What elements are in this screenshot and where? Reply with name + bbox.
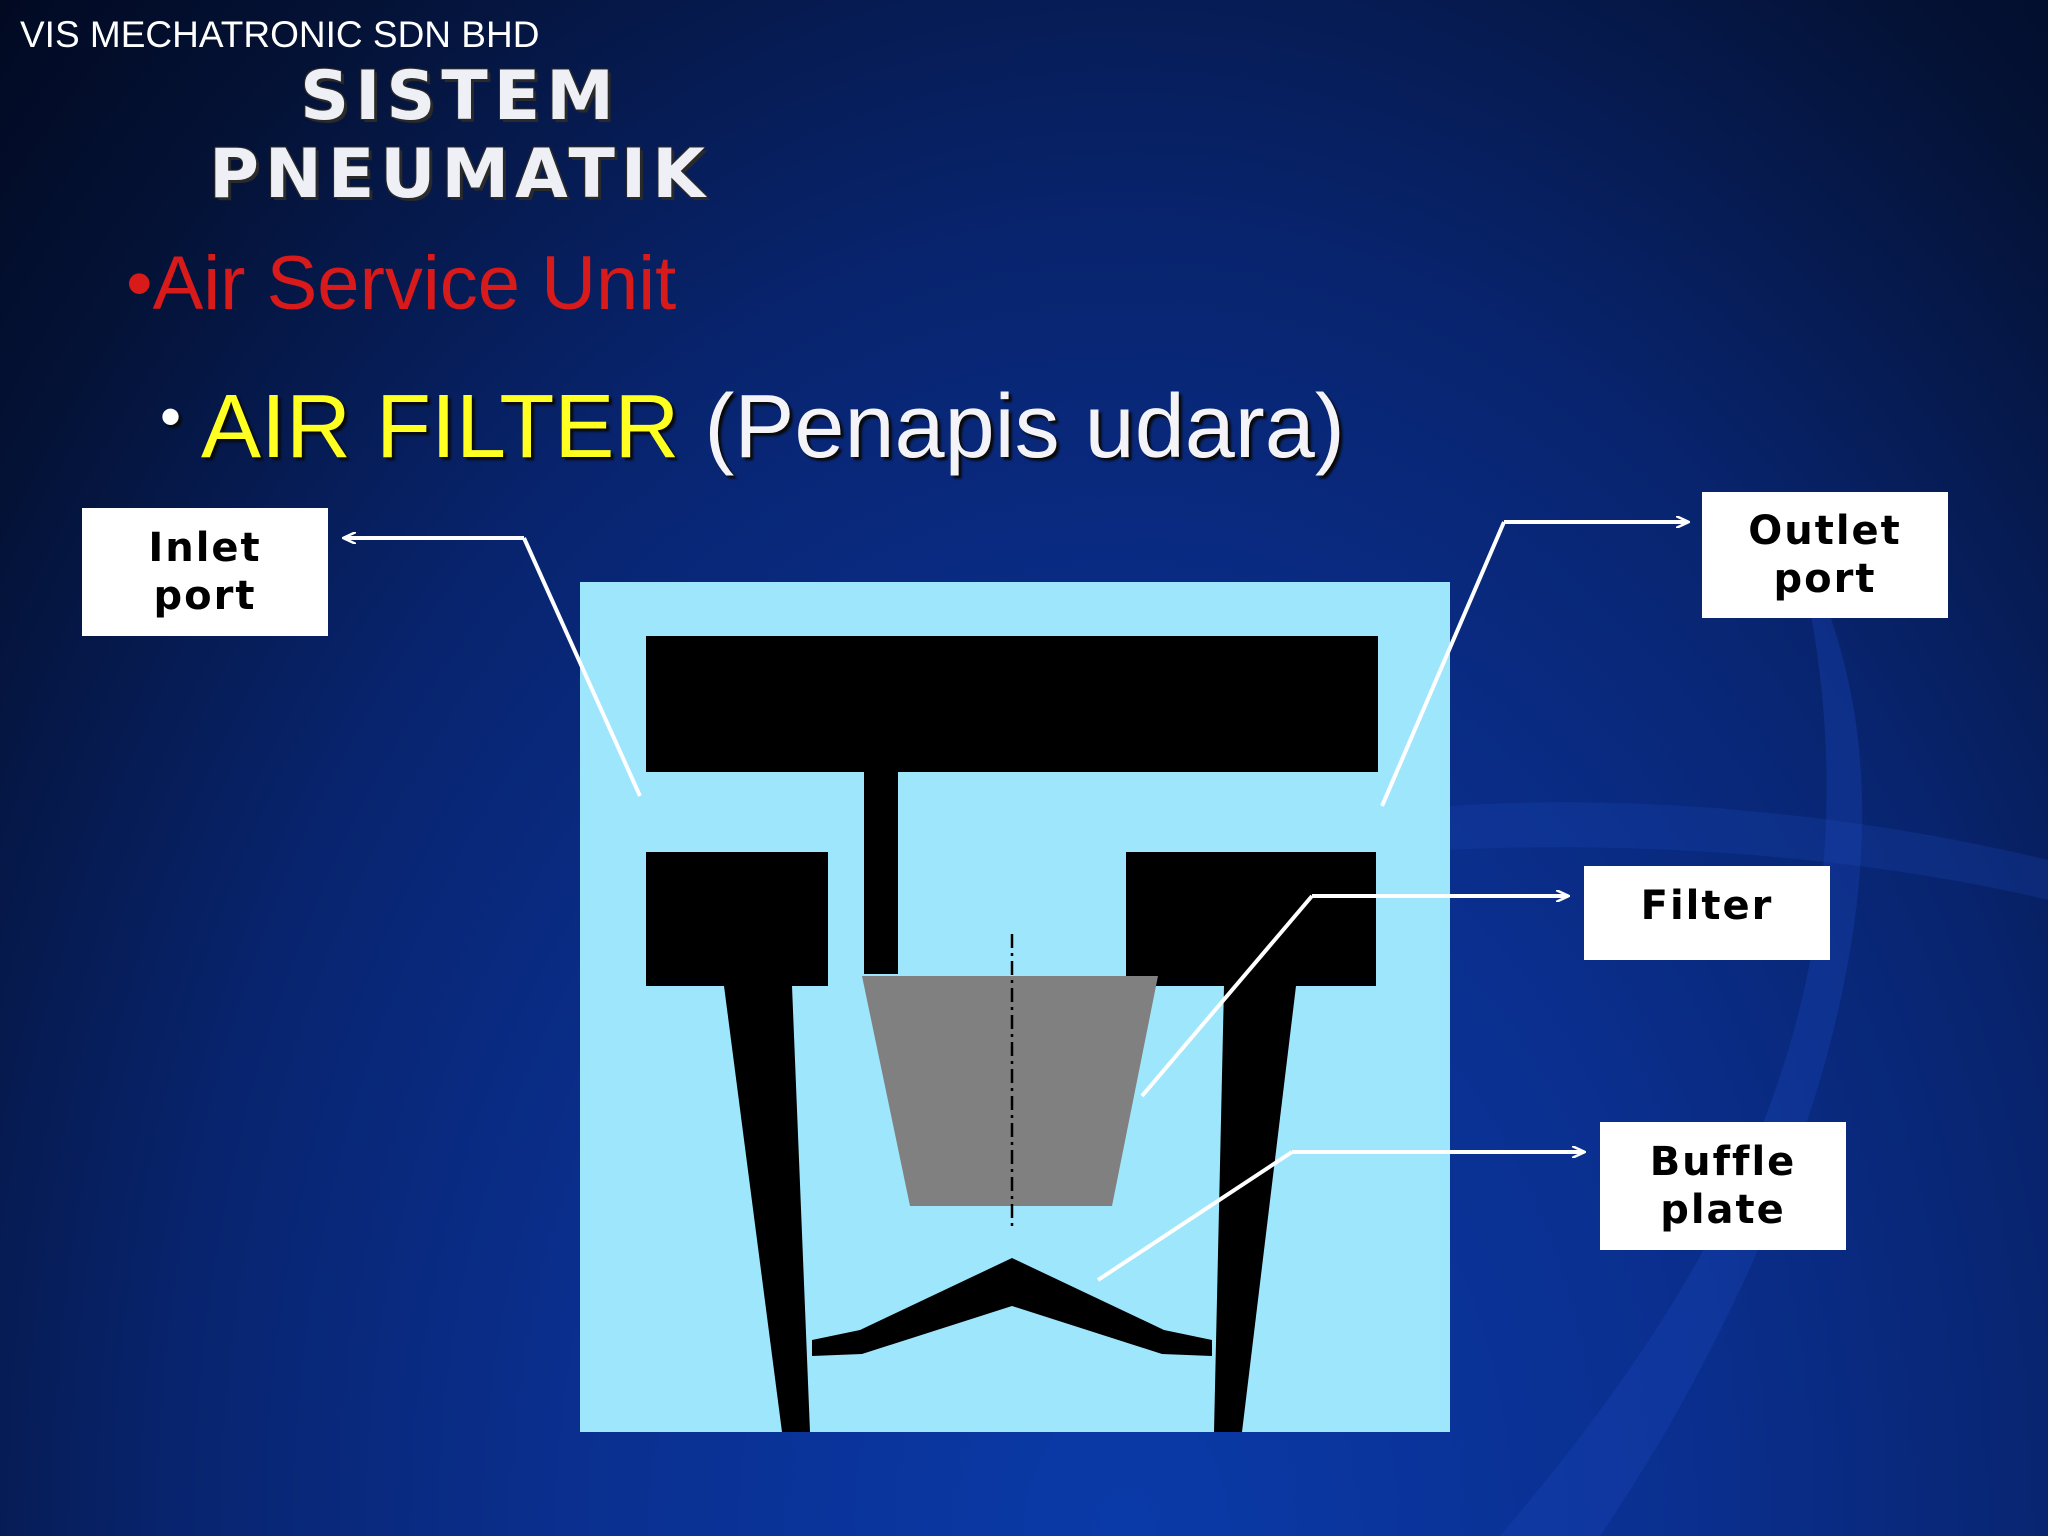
top-block (646, 636, 1378, 772)
filter-label: Filter (1584, 866, 1830, 960)
inlet-label-line-2: port (153, 573, 257, 619)
right-block (1126, 852, 1376, 986)
filter-arrow (1140, 896, 1568, 1098)
bowl-left-wall (724, 986, 810, 1432)
inlet-label-line-1: Inlet (148, 525, 262, 571)
outlet-arrow (1380, 522, 1688, 807)
bullet-marker: • (126, 241, 153, 326)
buffle-label-line-1: Buffle (1649, 1139, 1797, 1185)
slide-title: SISTEM PNEUMATIK (150, 58, 770, 214)
outlet-port-label: Outlet port (1702, 492, 1948, 618)
bullet-marker: • (160, 383, 182, 450)
bullet-text: Air Service Unit (152, 241, 677, 326)
filter-label-text: Filter (1640, 883, 1774, 929)
left-block (646, 852, 828, 986)
title-line-1: SISTEM (300, 57, 620, 136)
filter-element (862, 976, 1158, 1206)
bullet-highlight: AIR FILTER (201, 377, 680, 477)
bullet-air-filter: • AIR FILTER (Penapis udara) (160, 376, 1345, 479)
bowl-right-wall (1214, 986, 1296, 1432)
company-name: VIS MECHATRONIC SDN BHD (20, 14, 540, 55)
center-stem (864, 772, 898, 974)
buffle-arrow (1096, 1152, 1584, 1282)
bullet-rest: (Penapis udara) (704, 377, 1345, 477)
inlet-port-label: Inlet port (82, 508, 328, 636)
title-line-2: PNEUMATIK (209, 135, 711, 214)
bullet-air-service-unit: •Air Service Unit (126, 240, 676, 327)
outlet-label-line-1: Outlet (1748, 508, 1902, 554)
buffle-plate-label: Buffle plate (1600, 1122, 1846, 1250)
buffle-plate (812, 1258, 1212, 1356)
outlet-label-line-2: port (1773, 556, 1877, 602)
buffle-label-line-2: plate (1660, 1187, 1786, 1233)
inlet-arrow (344, 538, 642, 797)
